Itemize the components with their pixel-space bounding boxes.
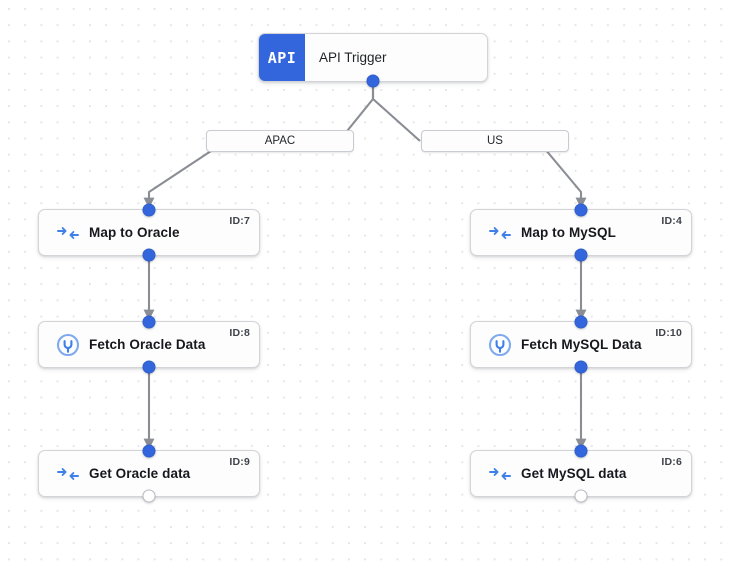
node-fetch-mysql-data[interactable]: Fetch MySQL Data ID:10: [470, 315, 692, 374]
port-in-map-to-mysql[interactable]: [574, 203, 588, 217]
connector-plug-icon: [485, 330, 515, 360]
api-badge-text: API: [267, 48, 297, 67]
port-out-get-mysql-data[interactable]: [574, 489, 588, 503]
node-label: Fetch Oracle Data: [89, 337, 206, 352]
port-out-api-trigger[interactable]: [366, 74, 380, 88]
map-arrows-icon: [485, 459, 515, 489]
edge-us-to-map-mysql: [544, 148, 587, 209]
node-label: Get Oracle data: [89, 466, 191, 481]
map-arrows-icon: [53, 218, 83, 248]
node-fetch-oracle-data[interactable]: Fetch Oracle Data ID:8: [38, 315, 260, 374]
port-in-get-oracle-data[interactable]: [142, 444, 156, 458]
node-get-mysql-data[interactable]: Get MySQL data ID:6: [470, 444, 692, 503]
node-label: Map to MySQL: [521, 225, 616, 240]
port-out-get-oracle-data[interactable]: [142, 489, 156, 503]
map-arrows-icon: [485, 218, 515, 248]
map-arrows-icon: [53, 459, 83, 489]
node-label: Get MySQL data: [521, 466, 627, 481]
edge-trigger-to-us: [371, 83, 421, 142]
branch-pill-apac[interactable]: APAC: [206, 130, 354, 152]
branch-label-us: US: [487, 135, 503, 147]
port-in-get-mysql-data[interactable]: [574, 444, 588, 458]
api-badge-icon: API: [259, 34, 305, 81]
branch-pill-us[interactable]: US: [421, 130, 569, 152]
node-map-to-mysql[interactable]: Map to MySQL ID:4: [470, 203, 692, 262]
node-map-to-oracle[interactable]: Map to Oracle ID:7: [38, 203, 260, 262]
node-id-label: ID:4: [661, 215, 682, 227]
node-label: Fetch MySQL Data: [521, 337, 642, 352]
port-out-map-to-mysql[interactable]: [574, 248, 588, 262]
port-in-fetch-mysql-data[interactable]: [574, 315, 588, 329]
node-id-label: ID:10: [655, 327, 682, 339]
port-out-fetch-mysql-data[interactable]: [574, 360, 588, 374]
node-id-label: ID:6: [661, 456, 682, 468]
node-get-oracle-data[interactable]: Get Oracle data ID:9: [38, 444, 260, 503]
branch-label-apac: APAC: [264, 135, 296, 147]
api-trigger-title: API Trigger: [319, 50, 387, 65]
edge-apac-to-map-oracle: [143, 148, 215, 209]
connector-plug-icon: [53, 330, 83, 360]
node-id-label: ID:9: [229, 456, 250, 468]
node-label: Map to Oracle: [89, 225, 180, 240]
node-id-label: ID:8: [229, 327, 250, 339]
node-api-trigger[interactable]: API API Trigger: [258, 33, 488, 88]
port-in-fetch-oracle-data[interactable]: [142, 315, 156, 329]
port-in-map-to-oracle[interactable]: [142, 203, 156, 217]
node-id-label: ID:7: [229, 215, 250, 227]
port-out-fetch-oracle-data[interactable]: [142, 360, 156, 374]
port-out-map-to-oracle[interactable]: [142, 248, 156, 262]
